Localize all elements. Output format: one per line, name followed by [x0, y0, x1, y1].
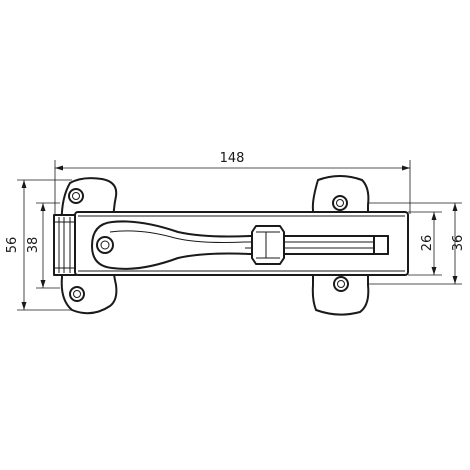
dimension-bar-height: [408, 211, 442, 276]
right-bottom-screw-hole: [333, 276, 349, 292]
hinge-height-label: 38: [26, 237, 41, 254]
right-top-screw-hole: [332, 195, 348, 211]
dimension-plate-height: [17, 179, 72, 311]
dimension-keeper-height: [368, 202, 462, 285]
left-bottom-screw-hole: [69, 286, 85, 302]
lever-arm: [91, 220, 389, 270]
hinge: [53, 214, 77, 276]
dimension-hinge-height: [36, 202, 60, 289]
plate-height-label: 56: [5, 237, 20, 254]
bar-height-label: 26: [420, 235, 435, 252]
left-top-screw-hole: [68, 188, 84, 204]
pivot-rivet: [96, 236, 114, 254]
keeper-height-label: 36: [451, 235, 466, 252]
overall-length-label: 148: [220, 151, 245, 166]
sliding-knob: [251, 225, 285, 265]
dimension-overall-length: [54, 160, 411, 214]
